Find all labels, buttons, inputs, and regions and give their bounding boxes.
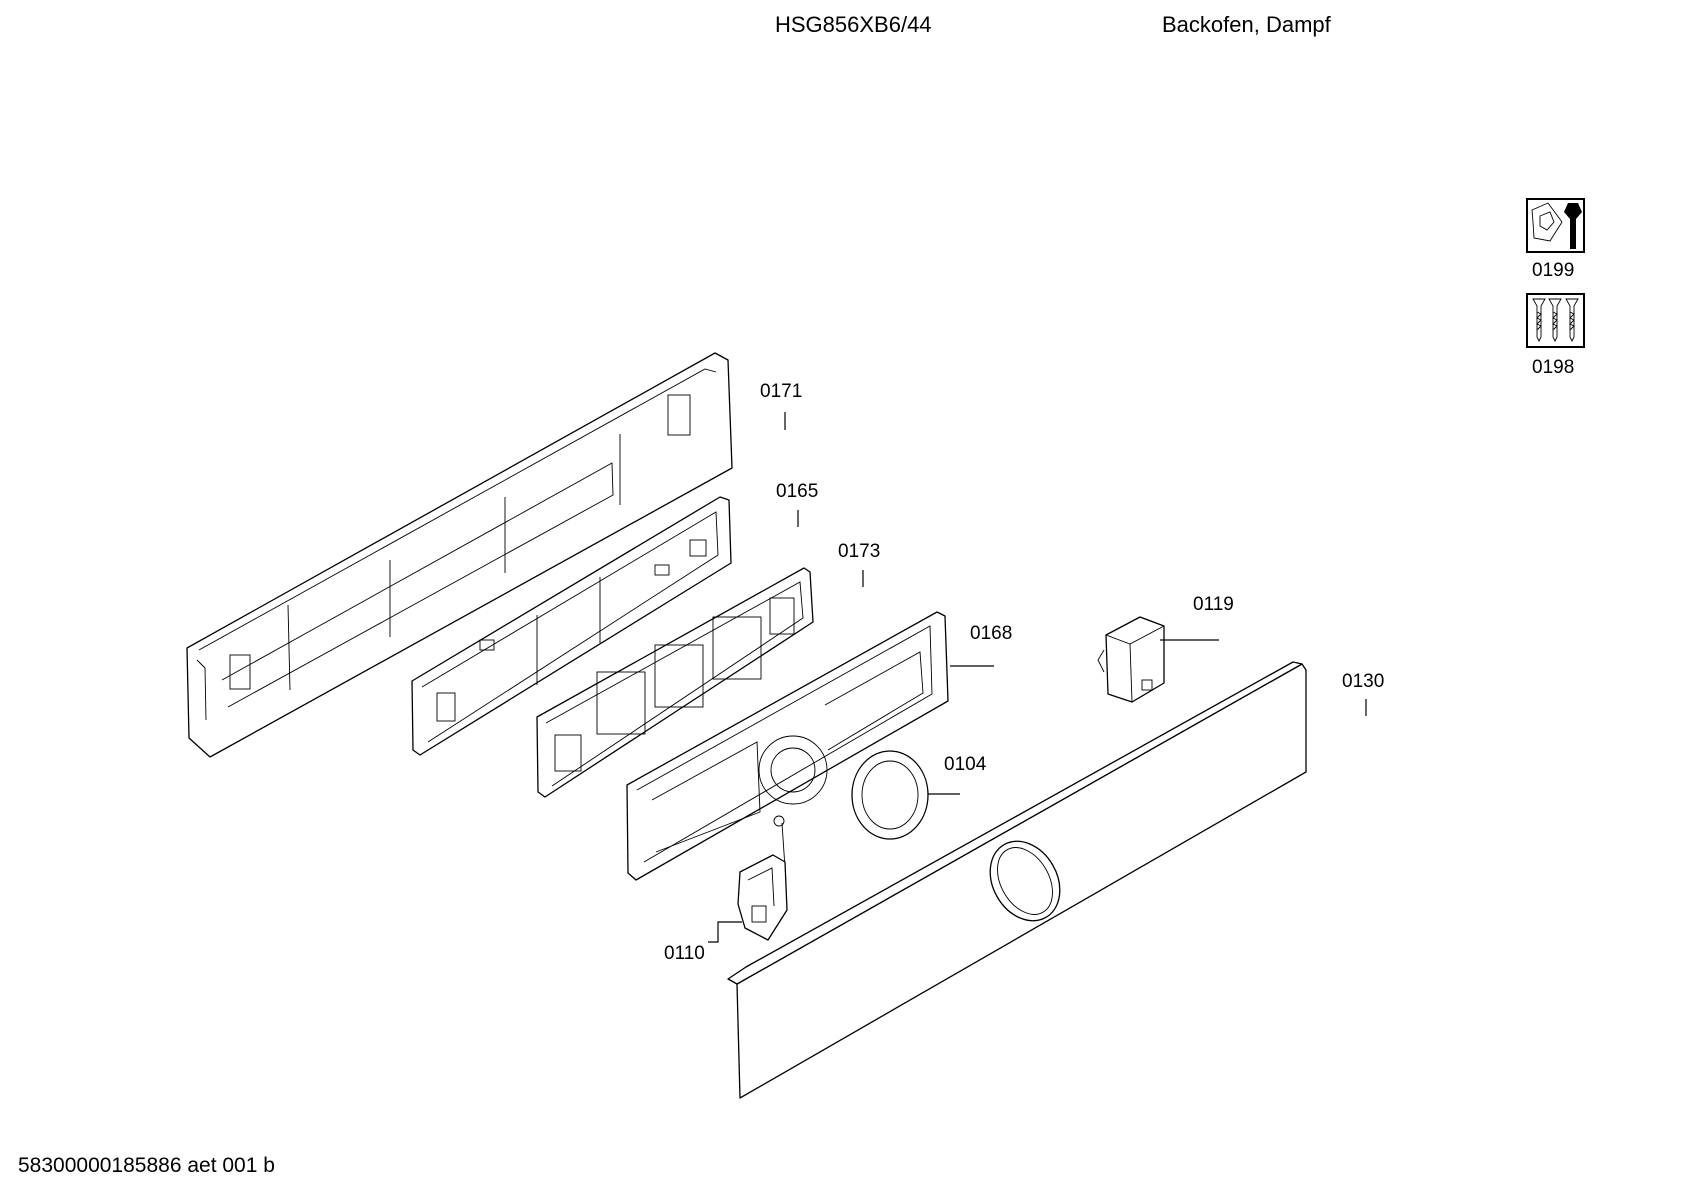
document-id: 58300000185886 aet 001 b	[18, 1154, 275, 1177]
part-number-0119: 0119	[1193, 594, 1234, 615]
part-switch-module[interactable]	[1097, 616, 1165, 703]
part-control-panel-front[interactable]	[727, 661, 1307, 1099]
part-number-0110: 0110	[664, 943, 705, 964]
screws-icon	[1526, 293, 1585, 348]
appliance-category: Backofen, Dampf	[1162, 12, 1331, 37]
model-number: HSG856XB6/44	[775, 12, 932, 37]
part-module-board[interactable]	[536, 567, 814, 798]
part-knob-ring[interactable]	[851, 750, 929, 840]
part-display-frame[interactable]	[626, 611, 949, 881]
tool-kit-icon	[1526, 198, 1585, 253]
icon-number-0198: 0198	[1532, 357, 1574, 378]
part-number-0165: 0165	[776, 481, 818, 502]
part-number-0168: 0168	[970, 623, 1012, 644]
icon-number-0199: 0199	[1532, 260, 1574, 281]
part-control-board[interactable]	[411, 496, 732, 756]
part-number-0130: 0130	[1342, 671, 1384, 692]
part-sensor-module[interactable]	[737, 815, 788, 941]
part-frame-rear[interactable]	[186, 352, 733, 758]
part-number-0104: 0104	[944, 754, 987, 775]
part-number-0171: 0171	[760, 381, 802, 402]
part-number-0173: 0173	[838, 541, 880, 562]
